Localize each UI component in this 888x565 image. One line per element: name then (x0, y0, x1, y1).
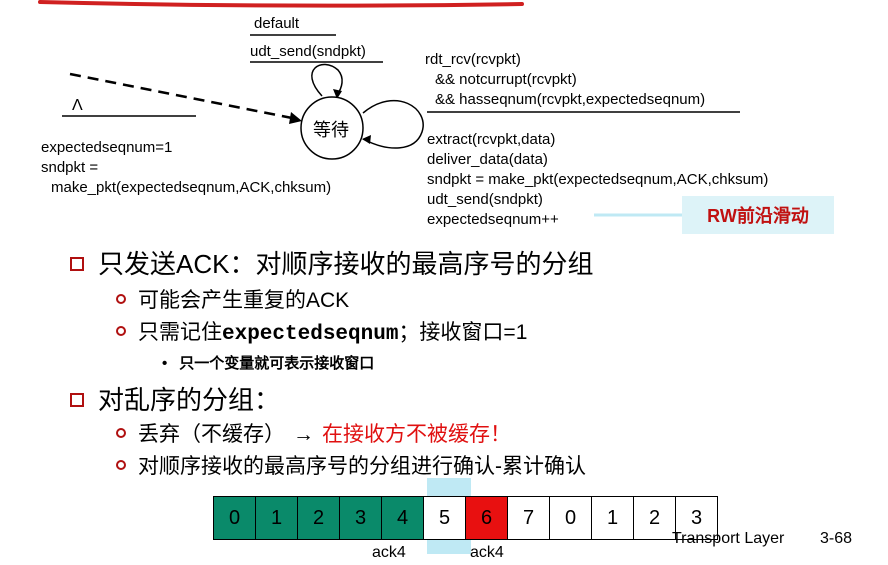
seq-cell: 1 (591, 496, 634, 540)
default-action: udt_send(sndpkt) (250, 43, 366, 60)
bullet-text: 对乱序的分组： (98, 385, 281, 415)
action-line: sndpkt = make_pkt(expectedseqnum,ACK,chk… (427, 171, 769, 188)
bullet-text: 只发送ACK：对顺序接收的最高序号的分组 (98, 249, 594, 279)
footer-page: 3-68 (820, 530, 853, 547)
action-line: deliver_data(data) (427, 151, 548, 168)
cond-line: && hasseqnum(rcvpkt,expectedseqnum) (435, 91, 706, 108)
bullet-text: 只一个变量就可表示接收窗口 (179, 355, 375, 372)
seq-cell: 2 (297, 496, 340, 540)
state-label: 等待 (313, 120, 349, 140)
seq-cell: 6 (465, 496, 508, 540)
circle-bullet-icon (116, 294, 126, 305)
action-line: udt_send(sndpkt) (427, 191, 543, 208)
action-line: extract(rcvpkt,data) (427, 131, 556, 148)
circle-bullet-icon (116, 428, 126, 439)
arrow-icon: → (293, 423, 314, 446)
action-line: expectedseqnum++ (427, 211, 559, 228)
bullet-text-red: 在接收方不被缓存！ (322, 423, 511, 446)
footer-title: Transport Layer (672, 530, 785, 547)
init-action: expectedseqnum=1 sndpkt = make_pkt(expec… (41, 138, 331, 198)
seq-cell: 0 (549, 496, 592, 540)
bullet-out-of-order: 对乱序的分组： (70, 380, 280, 417)
cond-line: rdt_rcv(rcvpkt) (425, 51, 521, 68)
top-rule (38, 0, 524, 8)
seq-cell: 3 (339, 496, 382, 540)
sequence-number-row: 0 1 2 3 4 5 6 7 0 1 2 3 (213, 496, 718, 540)
bullet-text: 可能会产生重复的ACK (138, 289, 350, 312)
rw-callout: RW前沿滑动 (682, 196, 834, 234)
bullet-text: ；接收窗口=1 (398, 321, 528, 344)
bullet-cumulative-ack: 对顺序接收的最高序号的分组进行确认-累计确认 (116, 450, 586, 480)
lambda-label: Λ (72, 97, 83, 114)
bullet-text: 只需记住 (138, 321, 222, 344)
fsm-diagram (62, 34, 740, 217)
seq-cell: 0 (213, 496, 256, 540)
seq-cell: 2 (633, 496, 676, 540)
bullet-text: 对顺序接收的最高序号的分组进行确认-累计确认 (138, 455, 586, 478)
ack-label: ack4 (470, 544, 504, 561)
bullet-discard: 丢弃（不缓存） → 在接收方不被缓存！ (116, 418, 511, 448)
transition-condition: rdt_rcv(rcvpkt) && notcurrupt(rcvpkt) &&… (425, 50, 705, 110)
cond-line: && notcurrupt(rcvpkt) (435, 71, 577, 88)
bullet-dup-ack: 可能会产生重复的ACK (116, 284, 349, 314)
bullet-text: 丢弃（不缓存） (138, 423, 285, 446)
seq-cell: 4 (381, 496, 424, 540)
seq-cell: 7 (507, 496, 550, 540)
init-line: expectedseqnum=1 (41, 139, 173, 156)
seq-cell: 3 (675, 496, 718, 540)
seq-cell: 1 (255, 496, 298, 540)
ack-label: ack4 (372, 544, 406, 561)
square-bullet-icon (70, 393, 84, 408)
square-bullet-icon (70, 257, 84, 272)
circle-bullet-icon (116, 460, 126, 471)
dot-bullet-icon: • (162, 355, 168, 372)
code-text: expectedseqnum (222, 323, 399, 346)
init-line: make_pkt(expectedseqnum,ACK,chksum) (51, 179, 332, 196)
default-label: default (254, 15, 300, 32)
bullet-one-variable: • 只一个变量就可表示接收窗口 (162, 352, 374, 373)
bullet-remember: 只需记住expectedseqnum；接收窗口=1 (116, 316, 527, 346)
circle-bullet-icon (116, 326, 126, 337)
seq-cell: 5 (423, 496, 466, 540)
transition-action: extract(rcvpkt,data) deliver_data(data) … (427, 130, 768, 230)
init-line: sndpkt = (41, 159, 99, 176)
bullet-ack-only: 只发送ACK：对顺序接收的最高序号的分组 (70, 244, 593, 281)
